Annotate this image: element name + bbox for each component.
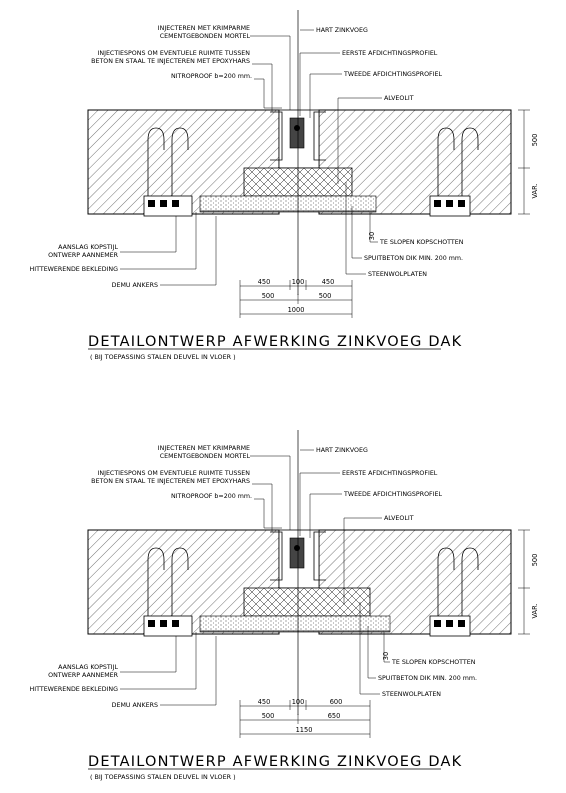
leader-te-slopen — [369, 212, 378, 243]
detail-1: INJECTEREN MET KRIMPARME CEMENTGEBONDEN … — [30, 10, 539, 361]
label-alveolit: ALVEOLIT — [384, 95, 414, 102]
steel-angle-left — [270, 531, 283, 581]
label-injecteren-line2: CEMENTGEBONDEN MORTEL — [160, 33, 251, 40]
joint-gap — [278, 529, 320, 589]
label-spuitbeton: SPUITBETON DIK MIN. 200 mm. — [378, 675, 477, 682]
label-steenwolplaten: STEENWOLPLATEN — [368, 271, 427, 278]
leader-aanslag — [120, 636, 177, 673]
detail-subtitle: ( BIJ TOEPASSING STALEN DEUVEL IN VLOER … — [90, 353, 236, 361]
label-hart-zinkvoeg: HART ZINKVOEG — [316, 447, 368, 454]
sprayed-concrete — [199, 195, 377, 213]
label-hart-zinkvoeg: HART ZINKVOEG — [316, 27, 368, 34]
dim-right-bottom: 650 — [328, 712, 341, 720]
dim-100: 100 — [292, 278, 305, 286]
label-hittewerende-bekleding: HITTEWERENDE BEKLEDING — [30, 686, 119, 693]
label-spuitbeton: SPUITBETON DIK MIN. 200 mm. — [364, 255, 463, 262]
dim-30: 30 — [382, 652, 390, 660]
label-demu-ankers: DEMU ANKERS — [112, 702, 158, 709]
label-aanslag-line2: ONTWERP AANNEMER — [48, 252, 118, 259]
leader-spuitbeton — [367, 626, 376, 679]
leader-alveolit — [337, 97, 382, 184]
dim-right-bottom: 500 — [319, 292, 332, 300]
dim-right-top: 600 — [330, 698, 343, 706]
dim-450-left: 450 — [258, 278, 271, 286]
dim-total: 1000 — [288, 306, 305, 314]
label-demu-ankers: DEMU ANKERS — [112, 282, 158, 289]
leader-injecteren — [250, 455, 291, 530]
dim-var-vertical: VAR. — [531, 603, 539, 618]
leader-nitroproof — [254, 78, 282, 109]
label-nitroproof: NITROPROOF b=200 mm. — [171, 73, 252, 80]
label-eerste-afdichtingsprofiel: EERSTE AFDICHTINGSPROFIEL — [342, 50, 438, 57]
dim-total: 1150 — [296, 726, 313, 734]
label-hittewerende-bekleding: HITTEWERENDE BEKLEDING — [30, 266, 119, 273]
leader-steenwol — [345, 182, 366, 275]
dim-500-left: 500 — [262, 712, 275, 720]
label-steenwolplaten: STEENWOLPLATEN — [382, 691, 441, 698]
anchor-right — [429, 547, 479, 637]
label-nitroproof: NITROPROOF b=200 mm. — [171, 493, 252, 500]
leader-demu — [160, 216, 217, 286]
leader-injectiespons — [252, 63, 273, 112]
label-aanslag-line1: AANSLAG KOPSTIJL — [58, 664, 118, 671]
detail-2: INJECTEREN MET KRIMPARME CEMENTGEBONDEN … — [30, 430, 539, 781]
label-injecteren-line2: CEMENTGEBONDEN MORTEL — [160, 453, 251, 460]
dim-500-vertical: 500 — [531, 554, 539, 567]
dim-500-vertical: 500 — [531, 134, 539, 147]
label-alveolit: ALVEOLIT — [384, 515, 414, 522]
leader-demu — [160, 636, 217, 706]
label-injectiespons-line1: INJECTIESPONS OM EVENTUELE RUIMTE TUSSEN — [98, 50, 251, 57]
label-aanslag-line2: ONTWERP AANNEMER — [48, 672, 118, 679]
detail-subtitle: ( BIJ TOEPASSING STALEN DEUVEL IN VLOER … — [90, 773, 236, 781]
leader-nitroproof — [254, 498, 282, 529]
dim-500-left: 500 — [262, 292, 275, 300]
leader-eerste — [299, 52, 340, 116]
anchor-left — [143, 547, 193, 637]
label-aanslag-line1: AANSLAG KOPSTIJL — [58, 244, 118, 251]
label-injecteren-line1: INJECTEREN MET KRIMPARME — [158, 445, 250, 452]
dim-var-vertical: VAR. — [531, 183, 539, 198]
anchor-right — [429, 127, 479, 217]
dim-right-top: 450 — [322, 278, 335, 286]
dim-450-left: 450 — [258, 698, 271, 706]
label-injectiespons-line2: BETON EN STAAL TE INJECTEREN MET EPOXYHA… — [91, 58, 250, 65]
leader-tweede — [309, 73, 342, 118]
label-injecteren-line1: INJECTEREN MET KRIMPARME — [158, 25, 250, 32]
dim-30: 30 — [368, 232, 376, 240]
leader-aanslag — [120, 216, 177, 253]
label-injectiespons-line1: INJECTIESPONS OM EVENTUELE RUIMTE TUSSEN — [98, 470, 251, 477]
detail-title: DETAILONTWERP AFWERKING ZINKVOEG DAK — [88, 334, 462, 350]
label-injectiespons-line2: BETON EN STAAL TE INJECTEREN MET EPOXYHA… — [91, 478, 250, 485]
seal-profile — [289, 117, 305, 149]
label-eerste-afdichtingsprofiel: EERSTE AFDICHTINGSPROFIEL — [342, 470, 438, 477]
seal-bulb-icon — [294, 125, 300, 131]
leader-hitte — [120, 632, 197, 690]
label-te-slopen-kopschotten: TE SLOPEN KOPSCHOTTEN — [379, 239, 464, 246]
label-te-slopen-kopschotten: TE SLOPEN KOPSCHOTTEN — [391, 659, 476, 666]
steel-angle-right — [313, 531, 326, 581]
leader-steenwol — [359, 602, 380, 695]
leader-injecteren — [250, 35, 291, 110]
sprayed-concrete — [199, 615, 391, 633]
leader-tweede — [309, 493, 342, 538]
leader-te-slopen — [383, 632, 390, 663]
detail-title: DETAILONTWERP AFWERKING ZINKVOEG DAK — [88, 754, 462, 770]
leader-hitte — [120, 212, 197, 270]
leader-eerste — [299, 472, 340, 536]
seal-profile — [289, 537, 305, 569]
steel-angle-right — [313, 111, 326, 161]
leader-injectiespons — [252, 483, 273, 532]
seal-bulb-icon — [294, 545, 300, 551]
label-tweede-afdichtingsprofiel: TWEEDE AFDICHTINGSPROFIEL — [343, 71, 443, 78]
stone-wool-block — [243, 587, 371, 617]
leader-spuitbeton — [351, 206, 362, 259]
dim-100: 100 — [292, 698, 305, 706]
label-tweede-afdichtingsprofiel: TWEEDE AFDICHTINGSPROFIEL — [343, 491, 443, 498]
anchor-left — [143, 127, 193, 217]
leader-alveolit — [343, 517, 382, 604]
steel-angle-left — [270, 111, 283, 161]
